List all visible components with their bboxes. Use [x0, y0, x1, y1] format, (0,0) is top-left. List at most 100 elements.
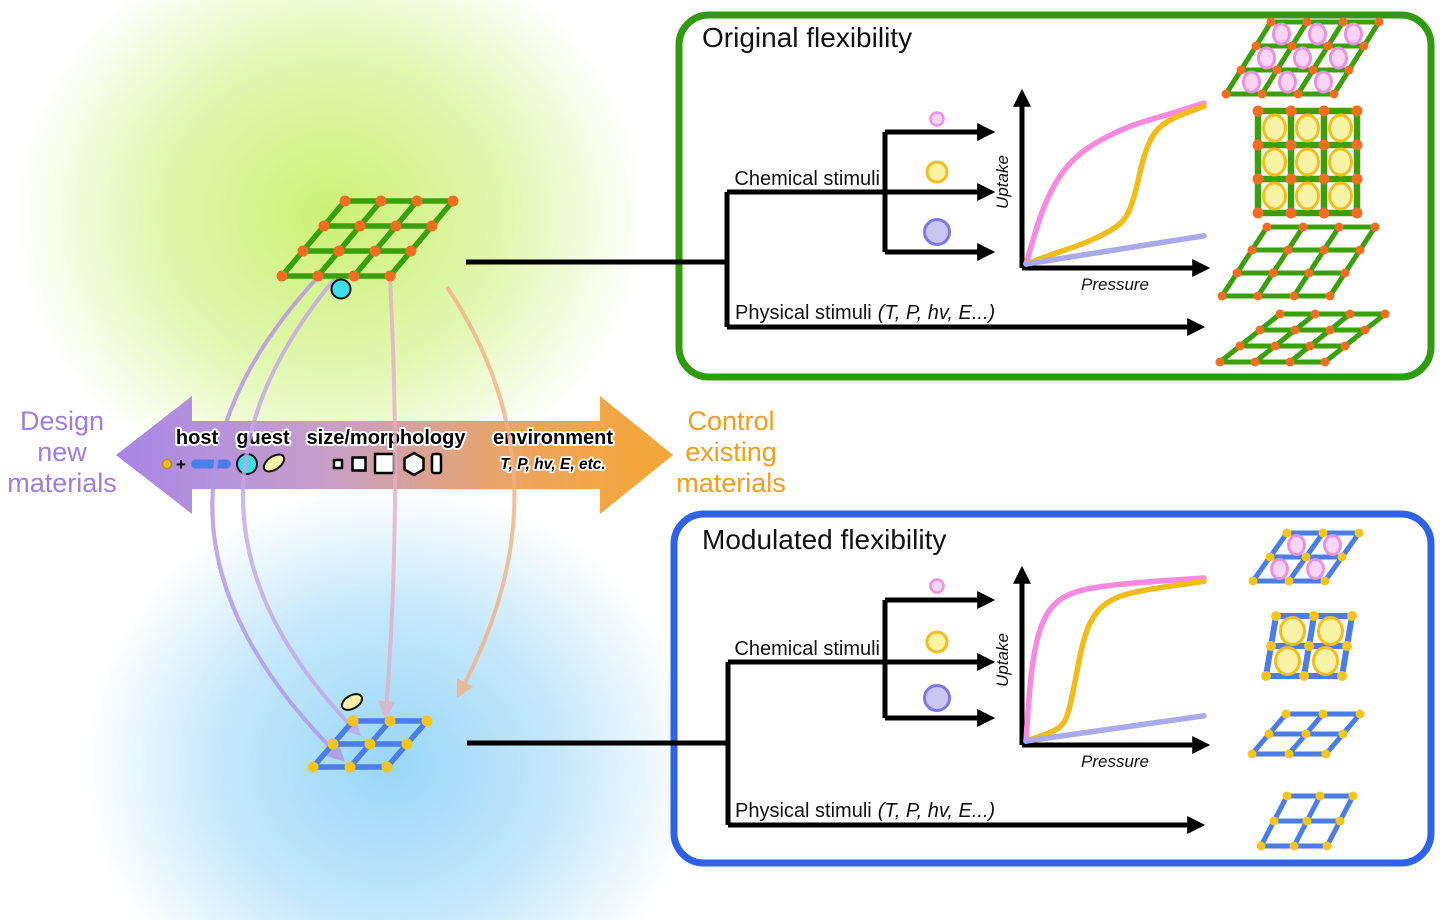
design-label-line1: Design [20, 406, 104, 436]
lattice-guest [1295, 181, 1320, 211]
lattice-node [1255, 325, 1265, 335]
lattice-edge [1258, 818, 1277, 849]
lattice-node [1310, 309, 1320, 319]
lattice-node [1250, 357, 1260, 367]
original-lattice-yellow-loaded [1252, 105, 1363, 219]
lattice-edge [1289, 19, 1310, 49]
lattice-edge [1344, 613, 1355, 649]
lattice-edge [1271, 793, 1290, 824]
lattice-guest [1274, 646, 1301, 676]
size-square-medium-icon [351, 456, 367, 472]
original-lattice-pink-loaded [1221, 17, 1384, 99]
lattice-node [1351, 139, 1363, 151]
lattice-guest [1257, 46, 1276, 70]
lattice-node [1319, 245, 1329, 255]
lattice-node [1340, 268, 1350, 278]
lattice-node [297, 245, 309, 257]
lattice-node [1217, 291, 1227, 301]
lattice-node [1335, 816, 1345, 826]
original-lattice-empty-closed [1215, 309, 1390, 367]
lattice-node [1302, 17, 1312, 27]
transformation-arc-purple-outer [210, 273, 346, 763]
original-lattice-empty-open [1217, 222, 1380, 301]
lattice-node [1304, 641, 1314, 651]
lattice-edge [1291, 270, 1312, 299]
lattice-edge [1255, 270, 1276, 299]
lattice-guest [1262, 181, 1287, 211]
lattice-node [405, 245, 417, 257]
lattice-edge [1304, 793, 1323, 824]
guest-yellow-ellipse-icon [262, 453, 286, 473]
lattice-node [1321, 749, 1331, 759]
lattice-guest [1312, 646, 1339, 676]
transformation-arcs [210, 273, 517, 763]
lattice-edge [1346, 43, 1367, 73]
lattice-guest [1278, 70, 1297, 94]
lattice-edge [1223, 67, 1244, 97]
lattice-node [384, 270, 396, 282]
lattice-node [1298, 222, 1308, 232]
lattice-node [1360, 325, 1370, 335]
lattice-node [1284, 576, 1294, 586]
lattice-node [1301, 729, 1311, 739]
control-label-line3: materials [676, 468, 786, 498]
lattice-node [1322, 841, 1332, 851]
design-new-materials-label: Design new materials [7, 406, 117, 498]
lattice-node [1348, 791, 1358, 801]
lattice-node [1325, 325, 1335, 335]
original-isotherm-curves [1023, 100, 1207, 267]
lattice-node [1270, 341, 1280, 351]
lattice-node [1266, 17, 1276, 27]
lattice-node [426, 220, 438, 232]
lattice-edge [1295, 67, 1316, 97]
modulated-physical-label-italic: (T, P, hv, E...) [878, 800, 995, 822]
lattice-edge [1267, 530, 1290, 560]
lattice-node [1345, 309, 1355, 319]
lattice-edge [1250, 554, 1273, 584]
lattice-guest [1314, 70, 1333, 94]
modulated-xlabel: Pressure [1081, 752, 1149, 771]
modulated-small-guest-icon [929, 578, 945, 594]
lattice-edge [1270, 247, 1291, 276]
lattice-guest [1293, 46, 1312, 70]
lattice-node [1318, 105, 1330, 117]
lattice-guest [1295, 147, 1320, 177]
lattice-edge [1234, 247, 1255, 276]
lattice-edge [1286, 554, 1309, 584]
transformation-arc-purple-inner [241, 274, 362, 737]
lattice-guest [1328, 181, 1353, 211]
modulated-lattice-empty-closed [1256, 791, 1358, 851]
lattice-node [1272, 65, 1282, 75]
lattice-node [1325, 291, 1335, 301]
lattice-node [1338, 729, 1348, 739]
lattice-node [1281, 709, 1291, 719]
lattice-edge [1339, 530, 1362, 560]
lattice-node [384, 715, 396, 727]
lattice-node [312, 270, 324, 282]
lattice-node [1282, 791, 1292, 801]
lattice-edge [1253, 19, 1274, 49]
lattice-edge [1259, 67, 1280, 97]
lattice-node [1284, 749, 1294, 759]
size-square-large-icon [373, 452, 396, 475]
lattice-node [1252, 173, 1264, 185]
lattice-node [1293, 89, 1303, 99]
lattice-node [1283, 245, 1293, 255]
transformation-arc-orange [445, 285, 517, 699]
lattice-guest [1323, 534, 1342, 556]
host-lattice-modulated [307, 715, 433, 773]
lattice-node [1337, 671, 1347, 681]
size-hexagon-icon [403, 451, 425, 477]
lattice-node [1262, 222, 1272, 232]
lattice-guest [1272, 22, 1291, 46]
host-metal-node-icon [161, 458, 173, 470]
lattice-node [1247, 245, 1257, 255]
modulated-lattice-empty-open [1247, 709, 1365, 759]
lattice-guest [1329, 46, 1348, 70]
lattice-edge [1301, 643, 1312, 679]
size-square-small-icon [332, 458, 344, 470]
transformation-arc-mauve [377, 279, 398, 720]
lattice-edge [1285, 224, 1306, 253]
lattice-node [354, 220, 366, 232]
modulated-state-lattices [1247, 528, 1365, 851]
